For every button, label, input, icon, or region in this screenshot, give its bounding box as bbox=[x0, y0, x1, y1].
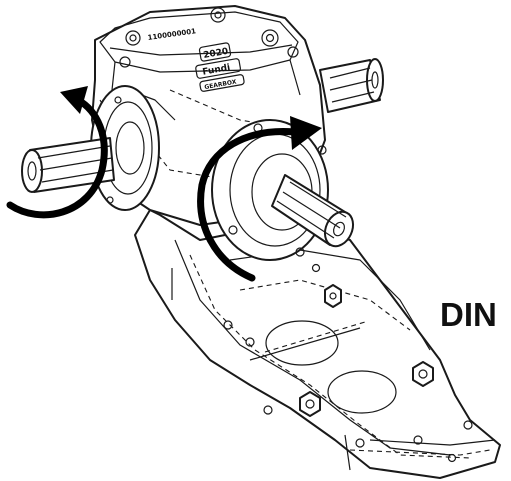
nut-right bbox=[412, 361, 434, 387]
rotation-arrow-left bbox=[6, 86, 108, 219]
front-output-assembly bbox=[211, 119, 355, 261]
nut-center bbox=[324, 284, 342, 308]
mounting-bracket bbox=[134, 209, 501, 479]
plate-brand: Fundi bbox=[202, 63, 231, 78]
left-input-assembly bbox=[21, 85, 160, 211]
plate-year: 2020 bbox=[203, 47, 229, 61]
bracket-hole-upper bbox=[265, 320, 339, 366]
din-label: DIN bbox=[440, 296, 497, 333]
rotation-arrow-front bbox=[197, 116, 322, 282]
nut-bottom bbox=[299, 391, 321, 417]
bracket-hole-lower bbox=[327, 370, 397, 414]
right-output-shaft bbox=[319, 58, 384, 113]
